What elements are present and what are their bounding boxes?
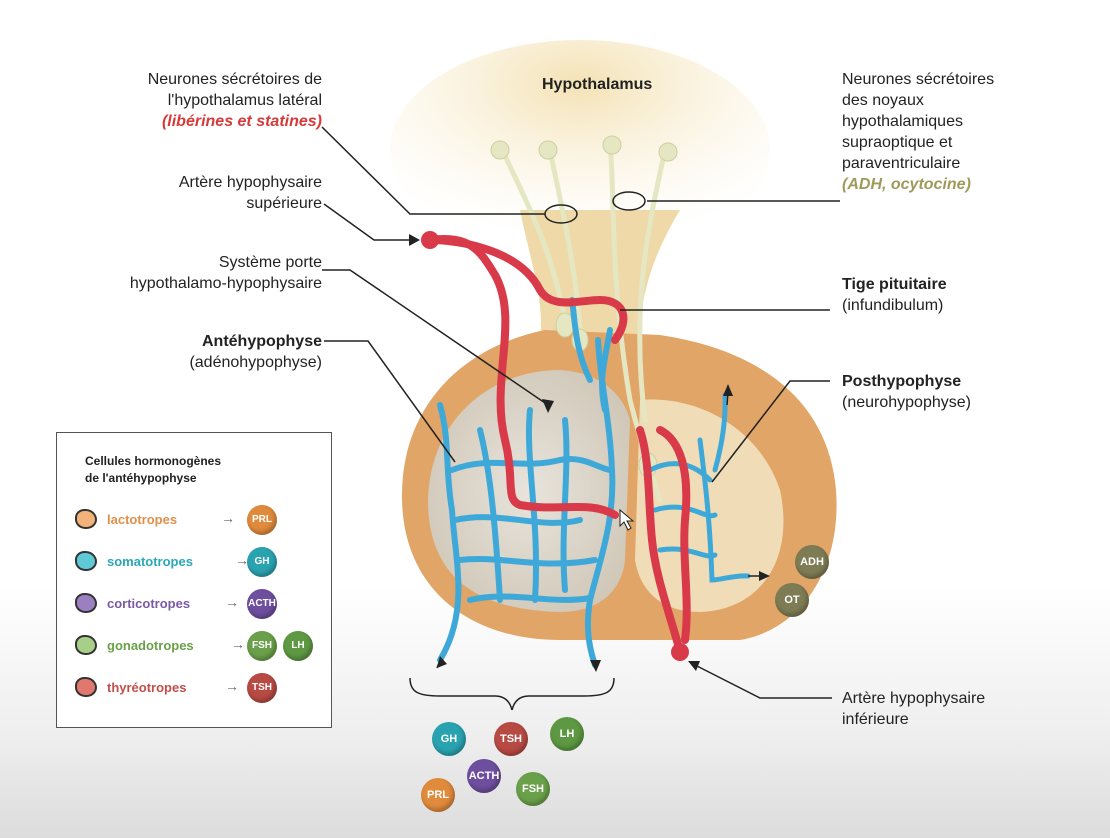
legend-row-name: gonadotropes [107, 638, 194, 653]
legend-row-corticotropes: corticotropes → ACTH [75, 589, 325, 619]
hormone-badge-label: GH [440, 733, 458, 745]
legend-row-name: lactotropes [107, 512, 178, 527]
hormone-badge-label: PRL [252, 514, 272, 525]
hypothalamus-region [390, 40, 770, 260]
lateral-hormones-label: (libérines et statines) [161, 113, 322, 130]
hormone-badge-label: OT [784, 594, 800, 606]
legend-row-gonadotropes: gonadotropes → FSH LH [75, 631, 325, 661]
legend-row-name: somatotropes [107, 554, 193, 569]
arrow-right-icon: → [235, 552, 249, 568]
legend-title: Cellules hormonogènes de l'antéhypophyse [85, 453, 221, 487]
hypothalamus-title: Hypothalamus [542, 76, 653, 93]
supraoptic-neurons-label: Neurones sécrétoires des noyaux hypothal… [842, 69, 1042, 195]
arrow-right-icon: → [231, 636, 245, 652]
inferior-artery-end [671, 643, 689, 661]
antehypophyse-label: Antéhypophyse (adénohypophyse) [80, 331, 322, 373]
hormone-badge-label: ACTH [248, 598, 276, 609]
released-badge-tsh: TSH [494, 722, 528, 756]
supraoptic-neuron-circle [612, 191, 646, 211]
hormone-badge-ot: OT [775, 583, 809, 617]
hormone-badge-gh: GH [247, 547, 277, 577]
legend-row-name: thyréotropes [107, 680, 187, 695]
released-badge-lh: LH [550, 717, 584, 751]
stalk-sub: (infundibulum) [842, 297, 944, 314]
supraoptic-line3: hypothalamiques [842, 113, 963, 130]
lactotrope-cell-icon [75, 509, 97, 529]
superior-artery-label: Artère hypophysaire supérieure [80, 172, 322, 214]
released-badge-gh: GH [432, 722, 466, 756]
portal-system-line2: hypothalamo-hypophysaire [129, 275, 322, 292]
hormone-badge-adh: ADH [795, 545, 829, 579]
hormone-badge-label: PRL [427, 789, 449, 801]
inferior-artery-line1: Artère hypophysaire [842, 690, 986, 707]
arrow-right-icon: → [225, 678, 239, 694]
posthypophyse-title: Posthypophyse [842, 373, 962, 390]
legend-row-lactotropes: lactotropes → PRL [75, 505, 325, 535]
thyreotrope-cell-icon [75, 677, 97, 697]
hormone-badge-tsh: TSH [247, 673, 277, 703]
supraoptic-hormones-label: (ADH, ocytocine) [842, 176, 971, 193]
posthypophyse-sub: (neurohypophyse) [842, 394, 971, 411]
supraoptic-line2: des noyaux [842, 92, 924, 109]
legend-row-thyreotropes: thyréotropes → TSH [75, 673, 325, 703]
hormone-badge-acth: ACTH [247, 589, 277, 619]
inferior-artery-line2: inférieure [842, 711, 909, 728]
supraoptic-line4: supraoptique et [842, 134, 953, 151]
pituitary-stalk [520, 210, 680, 340]
supraoptic-line1: Neurones sécrétoires [842, 71, 995, 88]
cursor-icon [619, 508, 635, 531]
legend-title-line1: Cellules hormonogènes [85, 454, 222, 468]
superior-artery-end [421, 231, 439, 249]
leader-lines [321, 126, 840, 699]
arrow-right-icon: → [221, 510, 235, 526]
lateral-neurons-line2: l'hypothalamus latéral [167, 92, 322, 109]
superior-artery-line2: supérieure [246, 195, 322, 212]
hormone-badge-label: LH [291, 640, 305, 651]
inferior-artery-label: Artère hypophysaire inférieure [842, 688, 1042, 730]
hormone-badge-label: TSH [500, 733, 522, 745]
portal-system-line1: Système porte [218, 254, 322, 271]
stalk-label: Tige pituitaire (infundibulum) [842, 274, 1042, 316]
stalk-title: Tige pituitaire [842, 276, 947, 293]
antehypophyse-sub: (adénohypophyse) [189, 354, 322, 371]
anterior-capillaries [437, 297, 616, 668]
gonadotrope-cell-icon [75, 635, 97, 655]
antehypophyse-title: Antéhypophyse [201, 333, 322, 350]
hormone-badge-label: FSH [522, 783, 544, 795]
lateral-neurons-label: Neurones sécrétoires de l'hypothalamus l… [80, 69, 322, 132]
hormone-badge-label: TSH [252, 682, 272, 693]
arrow-right-icon: → [225, 594, 239, 610]
brace [409, 677, 615, 711]
hormone-badge-prl: PRL [247, 505, 277, 535]
portal-system-label: Système porte hypothalamo-hypophysaire [60, 252, 322, 294]
somatotrope-cell-icon [75, 551, 97, 571]
hormone-badge-fsh: FSH [247, 631, 277, 661]
hormone-badge-label: GH [254, 556, 270, 567]
supraoptic-line5: paraventriculaire [842, 155, 961, 172]
legend-row-name: corticotropes [107, 596, 191, 611]
legend-box: Cellules hormonogènes de l'antéhypophyse… [56, 432, 332, 728]
released-badge-acth: ACTH [467, 759, 501, 793]
posthypophyse-label: Posthypophyse (neurohypophyse) [842, 371, 1042, 413]
hormone-badge-label: FSH [252, 640, 272, 651]
lateral-neurons-line1: Neurones sécrétoires de [147, 71, 322, 88]
legend-row-somatotropes: somatotropes → GH [75, 547, 325, 577]
corticotrope-cell-icon [75, 593, 97, 613]
superior-artery-line1: Artère hypophysaire [178, 174, 322, 191]
hormone-badge-label: ADH [800, 556, 824, 568]
hormone-badge-label: LH [559, 728, 575, 740]
legend-title-line2: de l'antéhypophyse [85, 471, 197, 485]
hormone-badge-label: ACTH [468, 770, 500, 782]
released-badge-fsh: FSH [516, 772, 550, 806]
released-badge-prl: PRL [421, 778, 455, 812]
hormone-badge-lh: LH [283, 631, 313, 661]
